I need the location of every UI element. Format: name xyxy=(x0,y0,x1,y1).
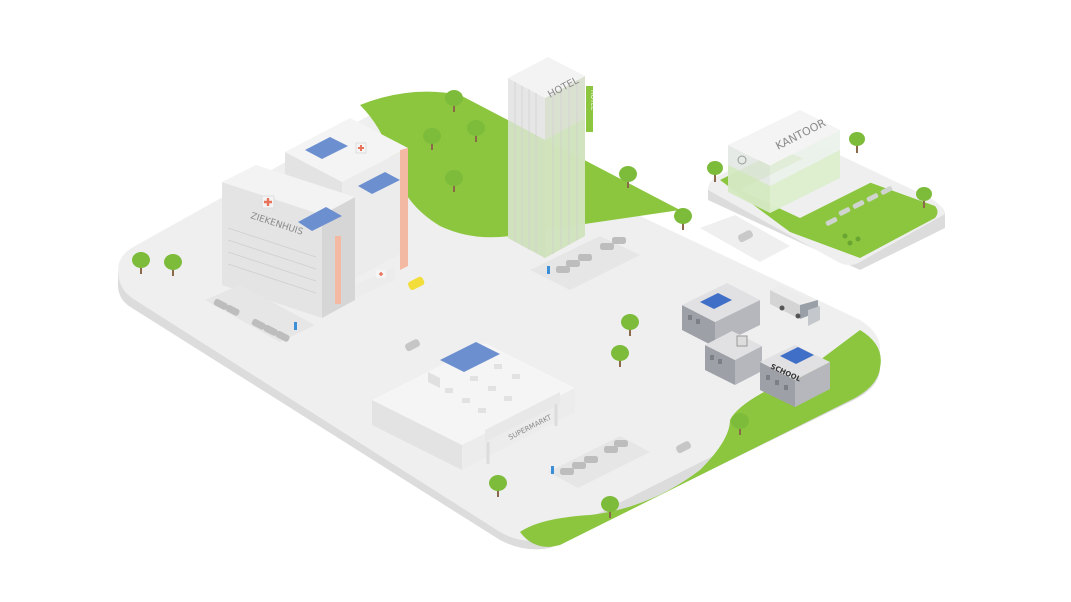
tree xyxy=(601,496,619,518)
tree xyxy=(707,161,723,182)
car xyxy=(405,339,420,352)
tree xyxy=(731,413,749,435)
tree xyxy=(619,166,637,188)
tree xyxy=(445,170,463,192)
tree xyxy=(423,128,441,150)
tree xyxy=(445,90,463,112)
hotel-parking xyxy=(530,236,640,290)
supermarket-building: SUPERMARKT xyxy=(372,342,575,470)
ev-charger xyxy=(551,466,554,474)
car xyxy=(676,441,691,454)
tree xyxy=(916,187,932,208)
tree xyxy=(164,254,182,276)
supermarket-parking xyxy=(548,436,650,488)
tree xyxy=(611,345,629,367)
tree xyxy=(132,252,150,274)
tree xyxy=(489,475,507,497)
hotel-building: HOTEL HOTEL xyxy=(508,57,596,258)
tree xyxy=(849,132,865,153)
office-building: KANTOOR xyxy=(728,110,840,213)
tree xyxy=(674,208,692,230)
trees xyxy=(132,90,932,518)
ev-charger xyxy=(294,322,297,330)
hospital-building: ZIEKENHUIS xyxy=(222,118,408,318)
ev-charger xyxy=(547,266,550,274)
tree xyxy=(621,314,639,336)
truck xyxy=(770,285,820,326)
school-building: SCHOOL xyxy=(682,283,830,407)
hospital-parking xyxy=(205,285,315,342)
tree xyxy=(467,120,485,142)
taxi-car xyxy=(408,276,425,290)
hotel-vertical-sign: HOTEL xyxy=(589,90,596,111)
car xyxy=(738,230,753,243)
office-parking xyxy=(825,186,893,246)
